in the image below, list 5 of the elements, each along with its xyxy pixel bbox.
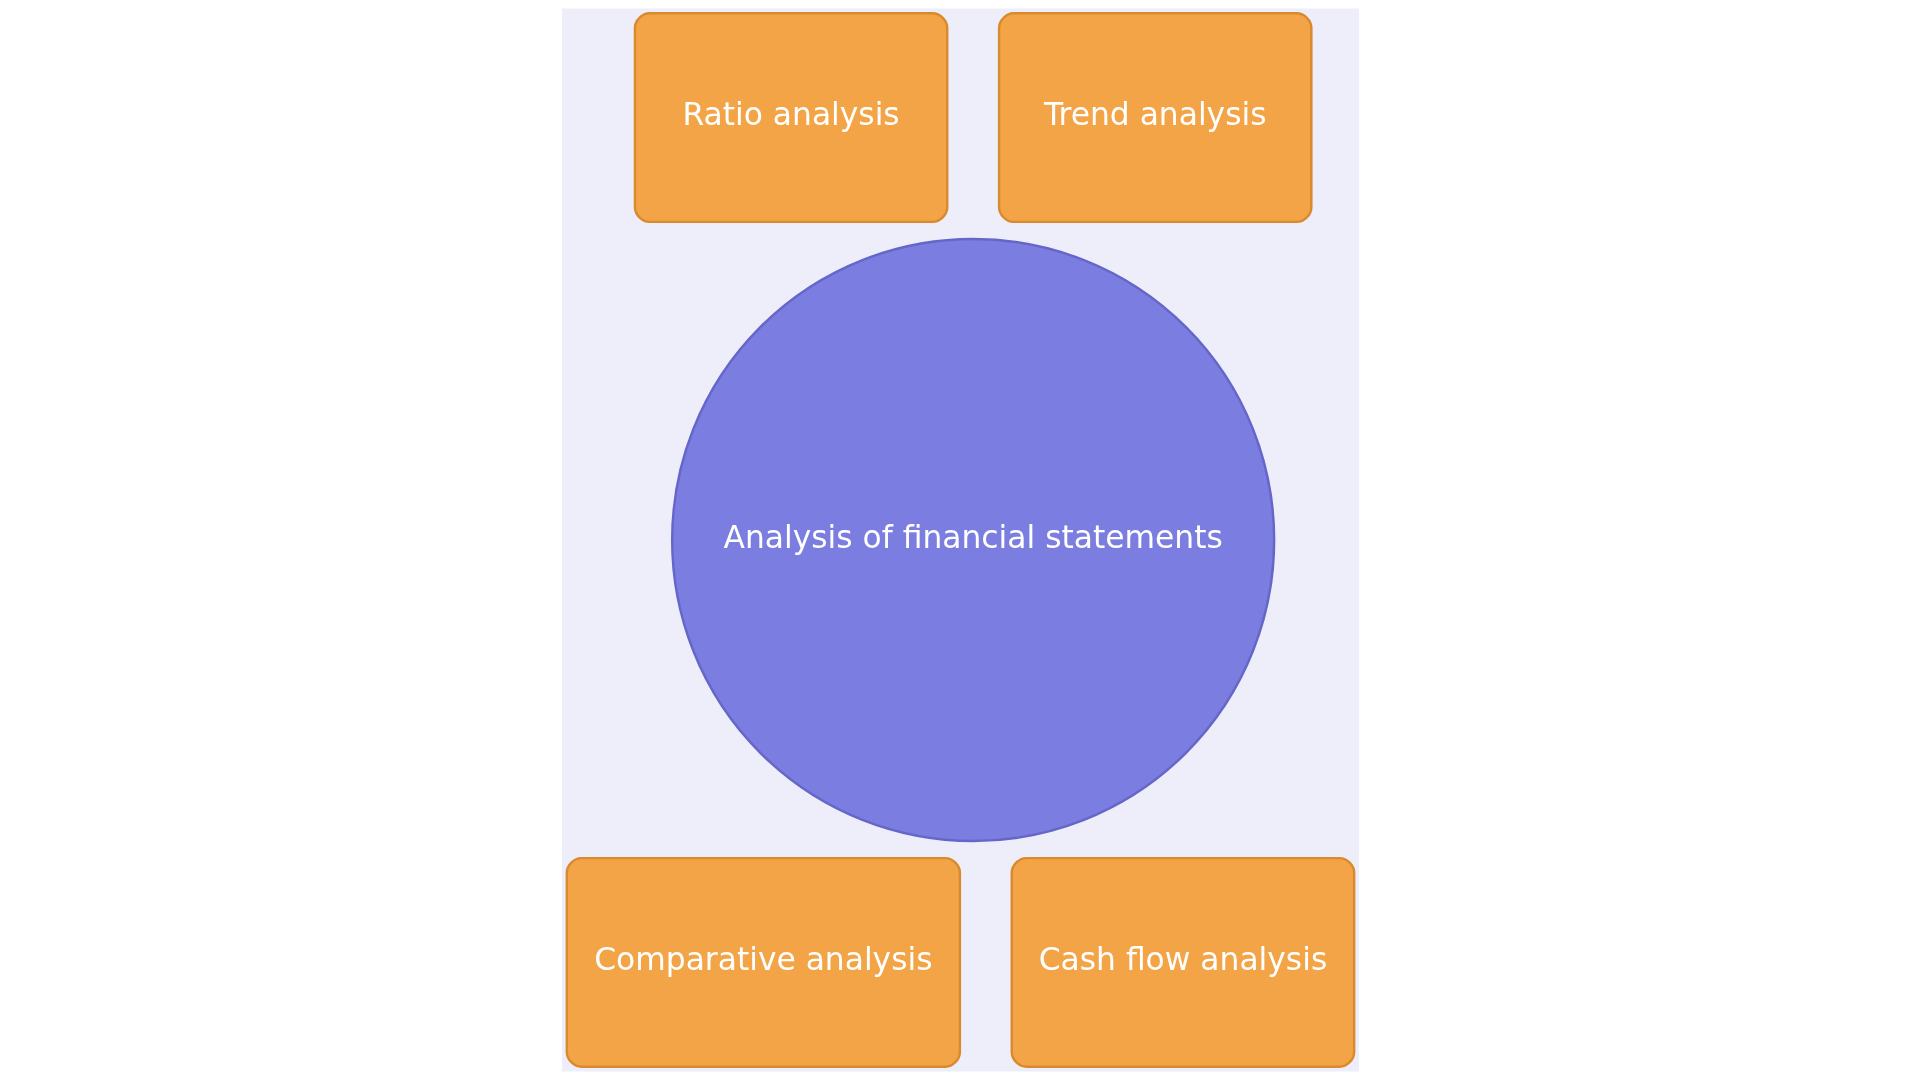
node-box: Ratio analysis: [633, 12, 948, 224]
node-circle: Analysis of financial statements: [670, 237, 1275, 843]
node-box: Trend analysis: [997, 12, 1313, 224]
node-box: Cash flow analysis: [1010, 856, 1355, 1068]
node-box: Comparative analysis: [565, 856, 961, 1068]
